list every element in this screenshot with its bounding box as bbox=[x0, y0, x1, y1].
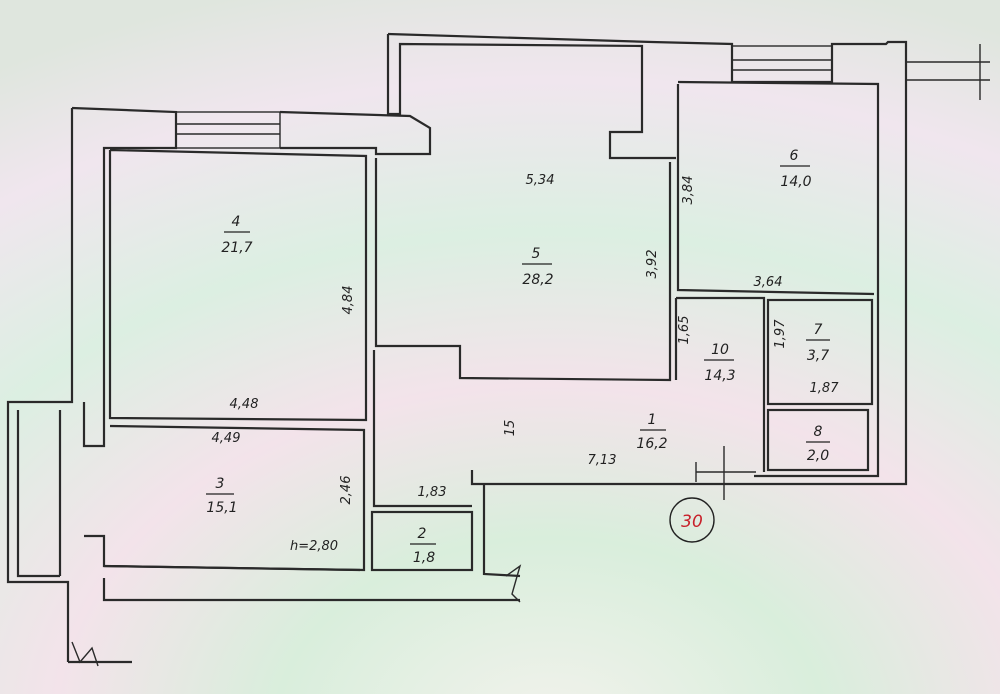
room-10-label: 10 14,3 bbox=[704, 342, 736, 384]
room-3-number: 3 bbox=[216, 476, 225, 492]
dim-1-87: 1,87 bbox=[810, 381, 840, 396]
room-labels: 4 21,7 5 28,2 6 14,0 10 14,3 7 3,7 8 2,0 bbox=[206, 148, 830, 566]
apartment-number-marker: 30 bbox=[669, 497, 715, 543]
dim-4-48: 4,48 bbox=[230, 397, 259, 412]
dim-1-65: 1,65 bbox=[677, 316, 692, 345]
room-10-number: 10 bbox=[711, 342, 729, 358]
dim-4-49: 4,49 bbox=[212, 431, 241, 446]
dim-4-84: 4,84 bbox=[341, 286, 356, 315]
room-7-area: 3,7 bbox=[807, 348, 829, 364]
ceiling-height-label: h=2,80 bbox=[290, 539, 338, 554]
room-2-area: 1,8 bbox=[413, 550, 435, 566]
dim-15: 15 bbox=[503, 420, 518, 437]
dim-3-84: 3,84 bbox=[681, 176, 696, 205]
interior-walls bbox=[71, 84, 875, 667]
dim-7-13: 7,13 bbox=[588, 453, 617, 468]
room-4-number: 4 bbox=[232, 214, 241, 230]
room-8-area: 2,0 bbox=[807, 448, 829, 464]
room-2-label: 2 1,8 bbox=[410, 526, 436, 566]
room-2-number: 2 bbox=[418, 526, 427, 542]
room-4-label: 4 21,7 bbox=[221, 214, 252, 256]
room-8-number: 8 bbox=[814, 424, 823, 440]
room-5-number: 5 bbox=[532, 246, 541, 262]
apartment-number-circle bbox=[669, 497, 715, 543]
dim-3-92: 3,92 bbox=[645, 250, 660, 279]
dim-5-34: 5,34 bbox=[526, 173, 555, 188]
room-1-number: 1 bbox=[648, 412, 657, 428]
dim-3-64: 3,64 bbox=[754, 275, 783, 290]
room-1-label: 1 16,2 bbox=[636, 412, 667, 452]
room-3-label: 3 15,1 bbox=[206, 476, 238, 516]
dim-1-97: 1,97 bbox=[773, 319, 788, 349]
room-8-label: 8 2,0 bbox=[806, 424, 830, 464]
room-7-label: 7 3,7 bbox=[806, 322, 830, 364]
room-5-label: 5 28,2 bbox=[522, 246, 554, 288]
room-4-area: 21,7 bbox=[221, 240, 252, 256]
dimension-labels: 5,34 3,84 3,92 3,64 4,84 4,48 4,49 2,46 … bbox=[212, 173, 840, 504]
dim-2-46: 2,46 bbox=[339, 476, 354, 505]
dim-1-83: 1,83 bbox=[418, 485, 447, 500]
room-5-area: 28,2 bbox=[522, 272, 553, 288]
outer-walls bbox=[6, 32, 990, 664]
room-6-number: 6 bbox=[790, 148, 799, 164]
room-6-label: 6 14,0 bbox=[780, 148, 812, 190]
room-3-area: 15,1 bbox=[206, 500, 237, 516]
room-1-area: 16,2 bbox=[636, 436, 667, 452]
room-6-area: 14,0 bbox=[780, 174, 811, 190]
apartment-number: 30 bbox=[681, 512, 703, 532]
room-10-area: 14,3 bbox=[704, 368, 735, 384]
room-7-number: 7 bbox=[814, 322, 823, 338]
